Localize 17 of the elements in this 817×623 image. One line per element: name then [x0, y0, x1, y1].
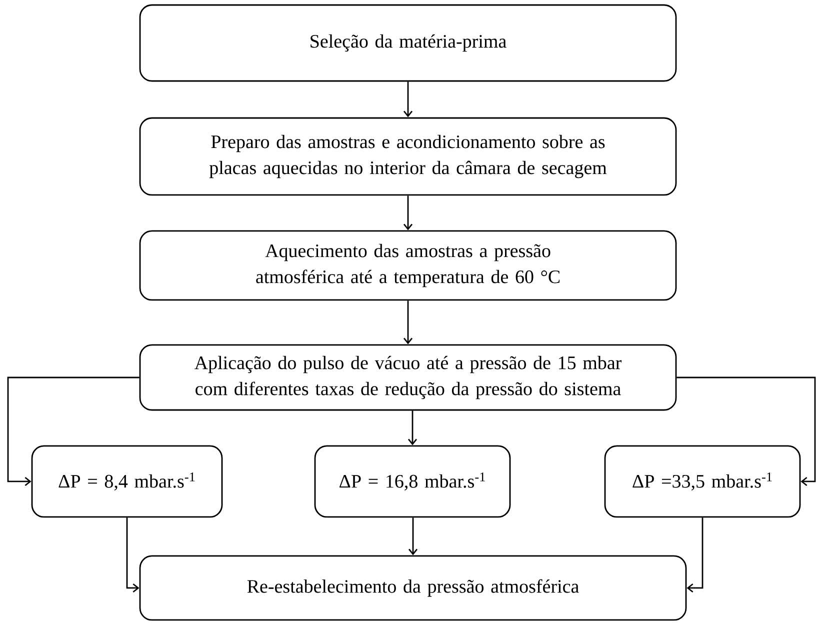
process-box: Re-estabelecimento da pressão atmosférica [139, 555, 687, 621]
arrow [126, 518, 140, 593]
arrow [403, 196, 413, 230]
arrow [403, 82, 413, 118]
arrow [408, 518, 418, 556]
process-box: Preparo das amostras e acondicionamento sobre as placas aquecidas no interior da câmara de secagem [139, 117, 677, 196]
arrow [403, 300, 413, 344]
arrow [676, 376, 816, 486]
process-box: Seleção da matéria-prima [139, 4, 677, 82]
process-box: Aquecimento das amostras a pressão atmosférica até a temperatura de 60 °C [139, 230, 677, 301]
process-box: Aplicação do pulso de vácuo até a pressão de 15 mbar com diferentes taxas de redução da pressão do sistema [139, 344, 677, 411]
process-box: ΔP = 16,8 mbar.s$^{-1}$ [314, 445, 511, 518]
process-box: ΔP =33,5 mbar.s$^{-1}$ [604, 445, 801, 518]
arrow [686, 518, 704, 593]
arrow [7, 376, 140, 486]
process-box: ΔP = 8,4 mbar.s$^{-1}$ [31, 445, 223, 518]
arrow [408, 410, 418, 446]
